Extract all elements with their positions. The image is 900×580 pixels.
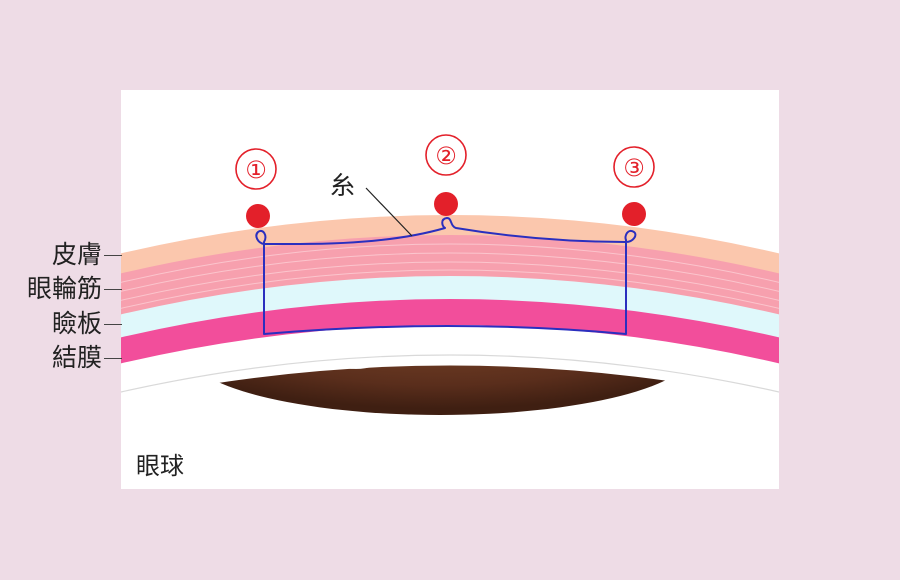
- marker-dot-2: [434, 192, 458, 216]
- marker-circle-1: [235, 148, 277, 190]
- layer-label-orbicularis: 眼輪筋: [26, 274, 102, 303]
- marker-label-2: ②: [425, 134, 467, 176]
- muscle-fiber-line: [121, 243, 779, 283]
- layer-label-conjunctiva: 結膜: [51, 343, 102, 372]
- layer-tick-conjunctiva: [104, 358, 122, 359]
- eyeball-label: 眼球: [136, 452, 184, 480]
- marker-label-3: ③: [613, 146, 655, 188]
- layer-tick-orbicularis: [104, 289, 122, 290]
- thread-label: 糸: [330, 171, 355, 200]
- marker-label-1: ①: [235, 148, 277, 190]
- marker-circle-2: [425, 134, 467, 176]
- layer-tick-tarsus: [104, 324, 122, 325]
- muscle-fiber-line: [121, 252, 779, 292]
- marker-dot-3: [622, 202, 646, 226]
- marker-number-3: ③: [623, 154, 645, 182]
- thread: [255, 217, 637, 335]
- muscle-fiber-line: [121, 261, 779, 301]
- layer-tick-skin: [104, 255, 122, 256]
- marker-number-2: ②: [435, 142, 457, 170]
- eyeball-surface-line: [121, 354, 779, 393]
- muscle-fiber-line: [121, 269, 779, 309]
- thread-callout-line: [365, 187, 413, 237]
- layer-label-tarsus: 瞼板: [51, 309, 102, 338]
- layer-skin: [121, 215, 779, 274]
- layer-tarsus: [121, 274, 779, 338]
- marker-circle-3: [613, 146, 655, 188]
- marker-dot-1: [246, 204, 270, 228]
- layer-label-skin: 皮膚: [51, 240, 102, 269]
- layer-conjunctiva: [121, 297, 779, 364]
- marker-number-1: ①: [245, 156, 267, 184]
